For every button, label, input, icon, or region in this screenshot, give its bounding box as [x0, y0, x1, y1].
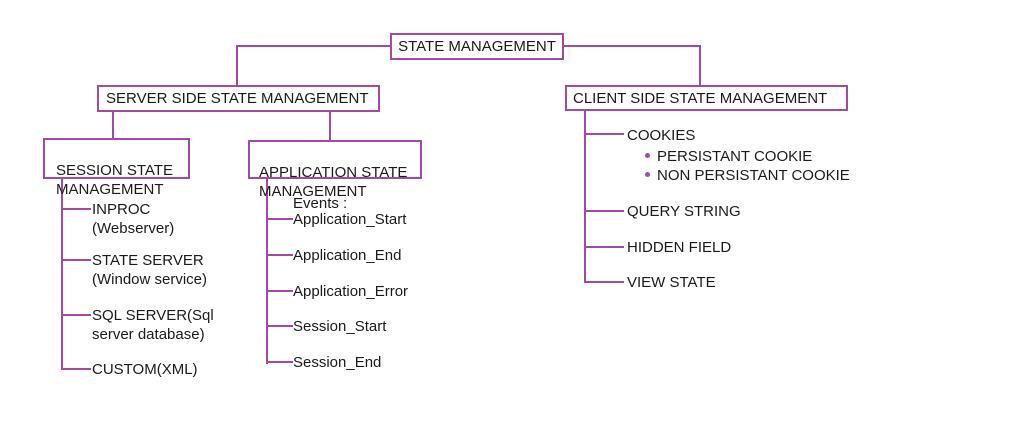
leaf-cookies: COOKIES [627, 127, 696, 144]
client-branch-trunk [584, 110, 586, 283]
client-tick-query-string [584, 210, 624, 212]
application-tick-error [266, 290, 293, 292]
node-application-state-label: APPLICATION STATE MANAGEMENT [259, 164, 408, 200]
application-tick-start [266, 218, 293, 220]
session-tick-inproc [61, 208, 91, 210]
node-server-side-state-management: SERVER SIDE STATE MANAGEMENT [97, 85, 380, 112]
application-branch-trunk [266, 178, 268, 364]
leaf-application-end: Application_End [293, 247, 402, 264]
connector-root-to-client-horizontal [562, 45, 701, 47]
bullet-icon [645, 172, 650, 177]
leaf-application-start: Application_Start [293, 211, 407, 228]
node-state-management: STATE MANAGEMENT [390, 33, 564, 60]
session-branch-trunk [61, 178, 63, 370]
application-tick-session-end [266, 361, 293, 363]
node-session-state-label: SESSION STATE MANAGEMENT [56, 162, 173, 198]
application-tick-session-start [266, 325, 293, 327]
leaf-application-error: Application_Error [293, 283, 409, 300]
node-server-side-label: SERVER SIDE STATE MANAGEMENT [106, 90, 369, 107]
leaf-inproc-webserver: INPROC (Webserver) [92, 201, 175, 237]
client-tick-view-state [584, 281, 624, 283]
node-client-side-label: CLIENT SIDE STATE MANAGEMENT [573, 89, 828, 107]
connector-root-to-client-vertical [699, 45, 701, 86]
leaf-persistant-cookie: PERSISTANT COOKIE [657, 148, 813, 165]
session-tick-state-server [61, 259, 91, 261]
leaf-custom-xml: CUSTOM(XML) [92, 361, 198, 378]
node-state-management-label: STATE MANAGEMENT [398, 38, 556, 55]
session-tick-custom [61, 368, 91, 370]
node-session-state-management: SESSION STATE MANAGEMENT [43, 138, 190, 198]
application-tick-end [266, 254, 293, 256]
client-tick-hidden-field [584, 246, 624, 248]
leaf-non-persistant-cookie: NON PERSISTANT COOKIE [657, 167, 850, 184]
connector-root-to-server-vertical [236, 45, 238, 86]
connector-root-to-server-horizontal [236, 45, 392, 47]
node-application-state-management: APPLICATION STATE MANAGEMENT [248, 140, 422, 200]
session-tick-sql-server [61, 314, 91, 316]
leaf-state-server-window-service: STATE SERVER (Window service) [92, 252, 208, 288]
leaf-hidden-field: HIDDEN FIELD [627, 239, 732, 256]
connector-server-to-application [329, 111, 331, 141]
leaf-view-state: VIEW STATE [627, 274, 716, 291]
node-client-side-state-management: CLIENT SIDE STATE MANAGEMENT [565, 85, 848, 111]
connector-server-to-session [112, 111, 114, 139]
leaf-sql-server-database: SQL SERVER(Sql server database) [92, 307, 214, 343]
leaf-session-start: Session_Start [293, 318, 387, 335]
label-events: Events : [293, 195, 348, 212]
bullet-icon [645, 153, 650, 158]
leaf-session-end: Session_End [293, 354, 382, 371]
leaf-query-string: QUERY STRING [627, 203, 741, 220]
client-tick-cookies [584, 133, 624, 135]
